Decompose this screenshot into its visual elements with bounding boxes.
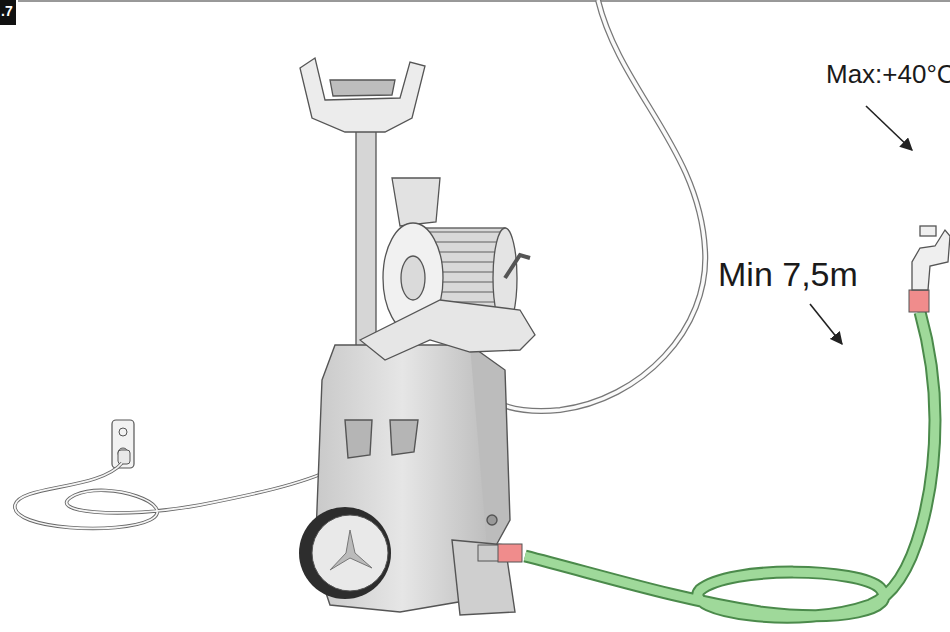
top-rule [18,1,950,2]
water-tap [912,226,950,290]
hose-connector [498,544,522,562]
figure-number: .7 [0,0,16,25]
wheel [299,507,391,599]
tap-connector [909,290,929,312]
temperature-note: Max:+40°C [826,60,950,89]
wall-socket [112,420,134,468]
power-cable [15,463,335,528]
leader-arrow [810,304,842,344]
leader-arrow [866,106,912,150]
spray-gun [360,300,535,360]
power-cable-fill [15,463,335,528]
length-note: Min 7,5m [718,256,858,293]
inlet-fitting [478,545,500,561]
garden-hose [525,312,935,617]
